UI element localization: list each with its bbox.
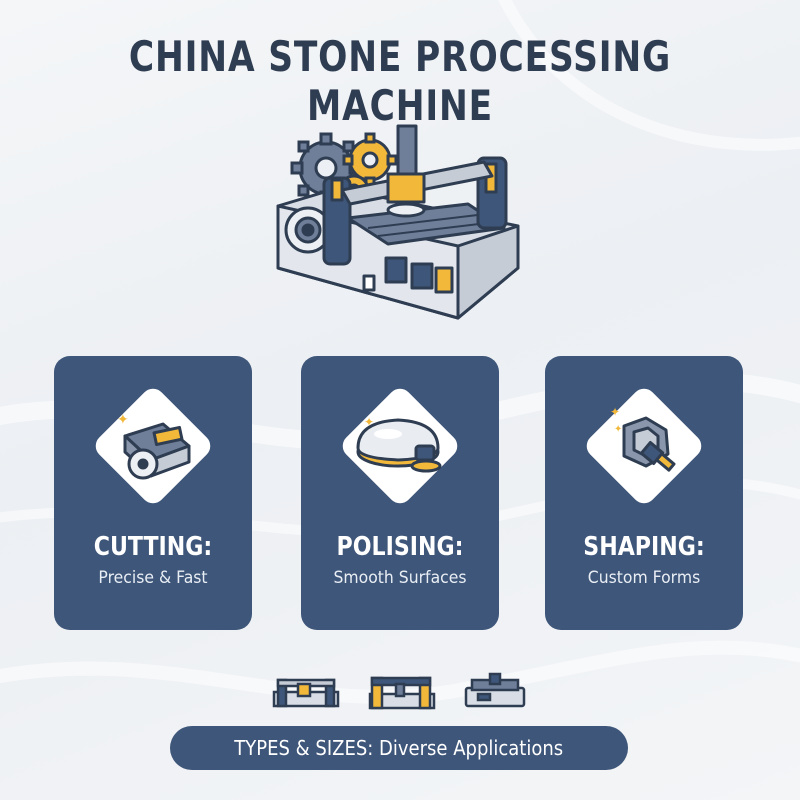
polishing-card: ✦ POLISING: Smooth Surfaces xyxy=(301,356,499,630)
bridge-saw-icon xyxy=(272,678,340,708)
svg-text:✦: ✦ xyxy=(610,405,620,419)
svg-text:✦: ✦ xyxy=(364,415,374,429)
gantry-machine-icon xyxy=(368,676,436,710)
cnc-router-icon xyxy=(464,672,526,708)
shaping-card: ✦ ✦ SHAPING: Custom Forms xyxy=(545,356,743,630)
card-title: POLISING: xyxy=(336,532,464,562)
card-subtitle: Custom Forms xyxy=(587,568,701,588)
card-title: SHAPING: xyxy=(583,532,705,562)
stone-processing-machine-icon xyxy=(276,124,520,320)
card-title: CUTTING: xyxy=(93,532,213,562)
hammer-stone-icon: ✦ ✦ xyxy=(610,405,676,472)
svg-text:✦: ✦ xyxy=(614,424,622,435)
types-sizes-banner: TYPES & SIZES: Diverse Applications xyxy=(170,726,628,770)
card-subtitle: Smooth Surfaces xyxy=(333,568,467,588)
polisher-icon: ✦ xyxy=(356,415,442,473)
types-sizes-label: TYPES & SIZES: Diverse Applications xyxy=(234,736,564,760)
svg-text:✦: ✦ xyxy=(117,412,129,428)
card-subtitle: Precise & Fast xyxy=(98,568,208,588)
saw-blade-icon: ✦ xyxy=(117,412,191,480)
types-icons xyxy=(272,672,526,710)
cutting-card: ✦ CUTTING: Precise & Fast xyxy=(54,356,252,630)
page-title: CHINA STONE PROCESSING MACHINE xyxy=(128,32,672,130)
